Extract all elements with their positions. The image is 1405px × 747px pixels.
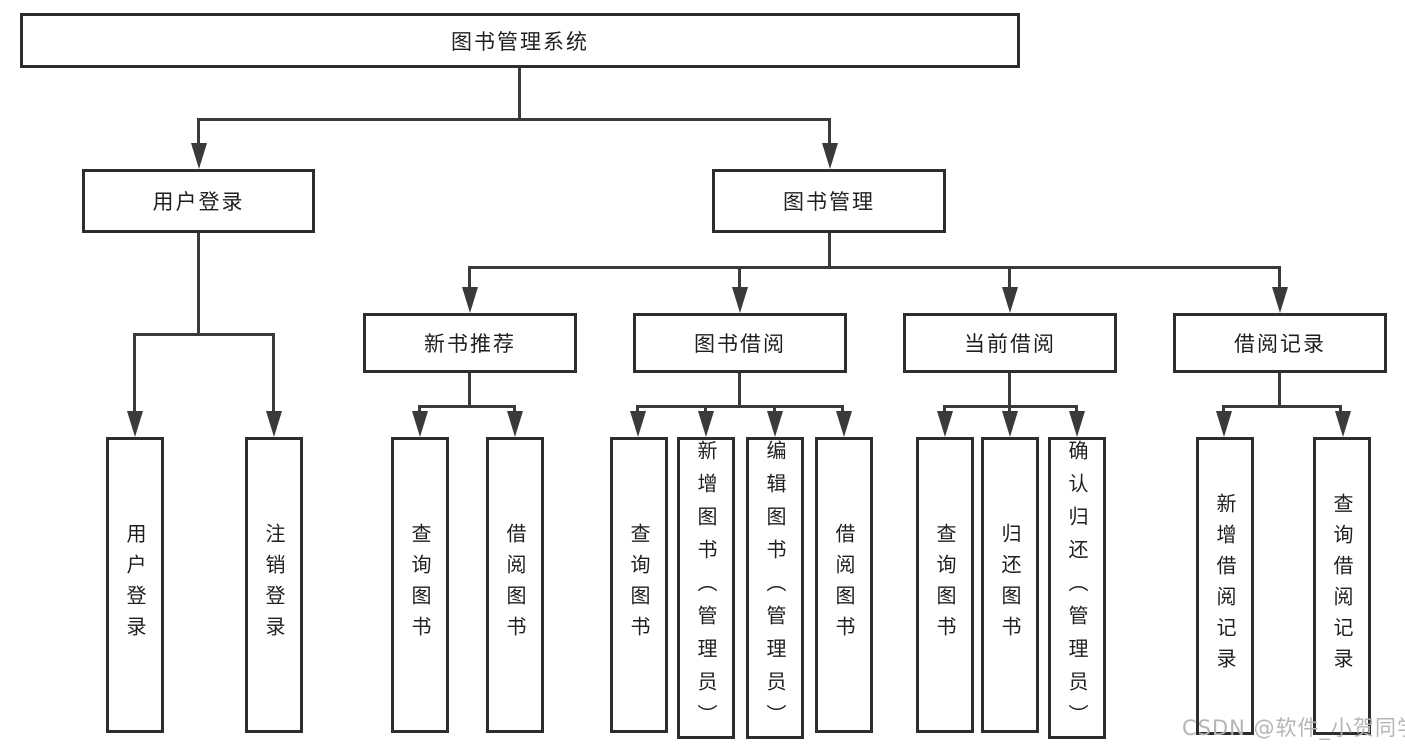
connector-root-stem [518,68,521,119]
leaf-label: 查询借阅记录 [1330,493,1354,679]
arrow-down-icon [1069,411,1085,437]
connector-current-borrowing-stem [1008,373,1011,406]
connector-drop-current-borrowing [1008,266,1011,290]
connector-drop [1008,405,1011,414]
leaf-edit-books-admin: 编辑图书（管理员） [746,437,804,739]
arrow-down-icon [630,411,646,437]
leaf-label: 确认归还（管理员） [1065,440,1089,737]
leaf-query-books-recommend: 查询图书 [391,437,449,733]
node-label: 图书管理 [783,190,875,214]
leaf-add-books-admin: 新增图书（管理员） [677,437,735,739]
node-new-book-recommendation: 新书推荐 [363,313,577,373]
leaf-query-borrow-record: 查询借阅记录 [1313,437,1371,735]
connector-drop-leaf-user-login [133,333,136,413]
node-label: 图书管理系统 [451,29,589,54]
connector-user-login-stem [197,233,200,334]
connector-book-borrowing-split [636,405,844,408]
connector-book-management-stem [828,233,831,267]
arrow-down-icon [732,287,748,313]
leaf-label: 用户登录 [123,523,147,647]
arrow-down-icon [191,143,207,169]
connector-new-book-split [418,405,516,408]
connector-borrowing-records-split [1222,405,1342,408]
arrow-down-icon [836,411,852,437]
csdn-watermark: CSDN @软件_小贺同学 [1182,716,1405,740]
connector-drop-borrowing-records [1278,266,1281,290]
connector-drop [704,405,707,414]
node-label: 图书借阅 [694,332,786,356]
node-user-login: 用户登录 [82,169,315,233]
connector-drop [841,405,844,414]
leaf-borrow-books-recommend: 借阅图书 [486,437,544,733]
connector-level2-split [197,118,831,121]
connector-drop [1339,405,1342,414]
connector-drop [1075,405,1078,414]
connector-drop [513,405,516,414]
arrow-down-icon [937,411,953,437]
node-book-borrowing: 图书借阅 [633,313,847,373]
arrow-down-icon [1272,287,1288,313]
arrow-down-icon [412,411,428,437]
leaf-label: 查询图书 [408,523,432,647]
leaf-query-books-current: 查询图书 [916,437,974,733]
node-library-management-system: 图书管理系统 [20,13,1020,68]
arrow-down-icon [698,411,714,437]
connector-drop [773,405,776,414]
connector-book-borrowing-stem [738,373,741,406]
connector-drop-leaf-logout [272,333,275,413]
connector-drop [636,405,639,414]
arrow-down-icon [462,287,478,313]
node-current-borrowing: 当前借阅 [903,313,1117,373]
leaf-confirm-return-admin: 确认归还（管理员） [1048,437,1106,739]
leaf-query-books-borrow: 查询图书 [610,437,668,733]
leaf-label: 注销登录 [262,523,286,647]
node-label: 当前借阅 [964,332,1056,356]
node-label: 借阅记录 [1234,332,1326,356]
connector-drop-book-borrowing [738,266,741,290]
arrow-down-icon [822,143,838,169]
arrow-down-icon [1216,411,1232,437]
arrow-down-icon [767,411,783,437]
leaf-label: 新增图书（管理员） [694,440,718,737]
leaf-label: 借阅图书 [503,523,527,647]
arrow-down-icon [1002,411,1018,437]
arrow-down-icon [1002,287,1018,313]
leaf-borrow-books: 借阅图书 [815,437,873,733]
leaf-label: 归还图书 [998,523,1022,647]
leaf-label: 查询图书 [933,523,957,647]
leaf-add-borrow-record: 新增借阅记录 [1196,437,1254,735]
connector-drop [1222,405,1225,414]
connector-new-book-stem [468,373,471,406]
arrow-down-icon [507,411,523,437]
node-label: 新书推荐 [424,332,516,356]
connector-user-login-split [133,333,275,336]
connector-drop-book-management [828,118,831,148]
arrow-down-icon [266,411,282,437]
connector-drop-user-login [197,118,200,148]
leaf-label: 借阅图书 [832,523,856,647]
node-book-management: 图书管理 [712,169,946,233]
connector-drop [943,405,946,414]
leaf-label: 编辑图书（管理员） [763,440,787,737]
connector-borrowing-records-stem [1278,373,1281,406]
arrow-down-icon [1335,411,1351,437]
arrow-down-icon [127,411,143,437]
node-borrowing-records: 借阅记录 [1173,313,1387,373]
leaf-label: 查询图书 [627,523,651,647]
leaf-return-books: 归还图书 [981,437,1039,733]
leaf-user-login: 用户登录 [106,437,164,733]
leaf-label: 新增借阅记录 [1213,493,1237,679]
node-label: 用户登录 [152,190,245,214]
leaf-logout: 注销登录 [245,437,303,733]
connector-drop [418,405,421,414]
connector-drop-new-book [468,266,471,290]
connector-level3-split [468,266,1281,269]
